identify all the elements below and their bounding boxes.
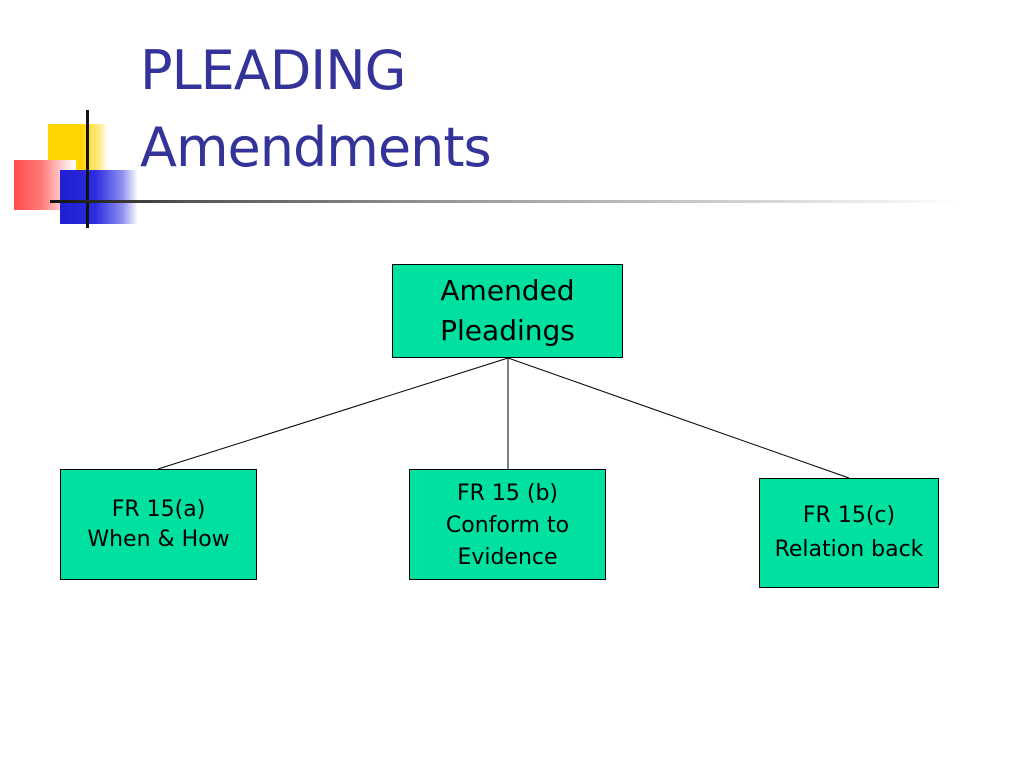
connector-root-to-fr15a — [157, 357, 509, 470]
decorative-blue-square — [60, 170, 138, 224]
node-fr15b-label: FR 15 (b) Conform to Evidence — [445, 481, 570, 570]
slide-title-line1: PLEADING — [140, 39, 406, 102]
title-underline-rule — [50, 200, 960, 203]
node-fr15b: FR 15 (b) Conform to Evidence — [409, 469, 606, 580]
node-amended-pleadings: Amended Pleadings — [392, 264, 623, 358]
decorative-vertical-line — [86, 110, 89, 228]
node-fr15c-label: FR 15(c) Relation back — [774, 503, 924, 562]
node-fr15c: FR 15(c) Relation back — [759, 478, 939, 588]
node-fr15a: FR 15(a) When & How — [60, 469, 257, 580]
slide-title-line2: Amendments — [140, 116, 492, 179]
connector-root-to-fr15c — [507, 357, 850, 479]
node-fr15a-label: FR 15(a) When & How — [87, 496, 230, 552]
node-amended-pleadings-label: Amended Pleadings — [440, 274, 575, 347]
